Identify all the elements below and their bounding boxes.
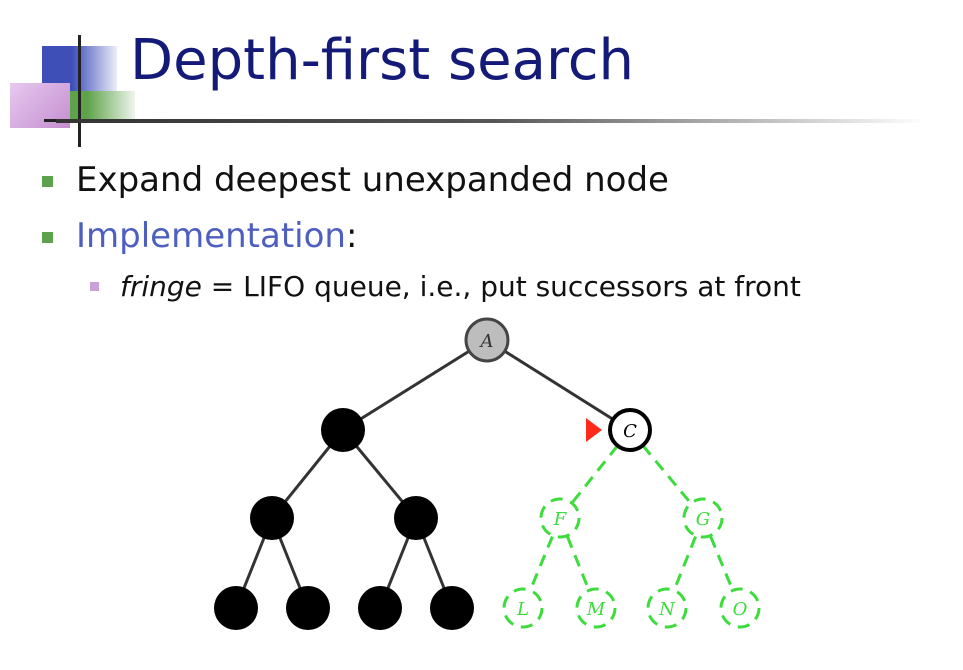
node-expanded (214, 586, 258, 630)
edge (486, 338, 631, 432)
node-expanded (250, 496, 294, 540)
node-o (719, 587, 761, 629)
slide-title: Depth-first search (130, 28, 635, 93)
node-label: F (553, 509, 568, 530)
node-f (539, 497, 581, 539)
fringe-marker-icon (586, 418, 602, 442)
node-label: L (516, 599, 529, 620)
node-g (682, 497, 724, 539)
bullet-icon (42, 176, 53, 187)
node-c (608, 408, 652, 452)
node-label: M (586, 599, 606, 620)
node-n (646, 587, 688, 629)
edge (342, 338, 488, 432)
node-a (464, 317, 510, 363)
implementation-term: Implementation (76, 216, 346, 256)
node-label: G (696, 509, 710, 530)
node-label: O (733, 599, 748, 620)
colon: : (345, 216, 358, 256)
bullet-text: Expand deepest unexpanded node (76, 160, 669, 200)
node-label: C (623, 421, 637, 442)
node-expanded (321, 408, 365, 452)
node-expanded (358, 586, 402, 630)
sub-bullet: fringe = LIFO queue, i.e., put successor… (120, 270, 801, 303)
sub-bullet-text: = LIFO queue, i.e., put successors at fr… (201, 270, 801, 303)
node-expanded (430, 586, 474, 630)
node-m (575, 587, 617, 629)
node-expanded (286, 586, 330, 630)
node-label: N (658, 599, 676, 620)
sub-bullet-icon (90, 282, 99, 291)
fringe-term: fringe (120, 270, 202, 303)
bullet-icon (42, 232, 53, 243)
node-expanded (394, 496, 438, 540)
node-l (502, 587, 544, 629)
node-label: A (479, 331, 494, 352)
title-underline (56, 119, 926, 123)
